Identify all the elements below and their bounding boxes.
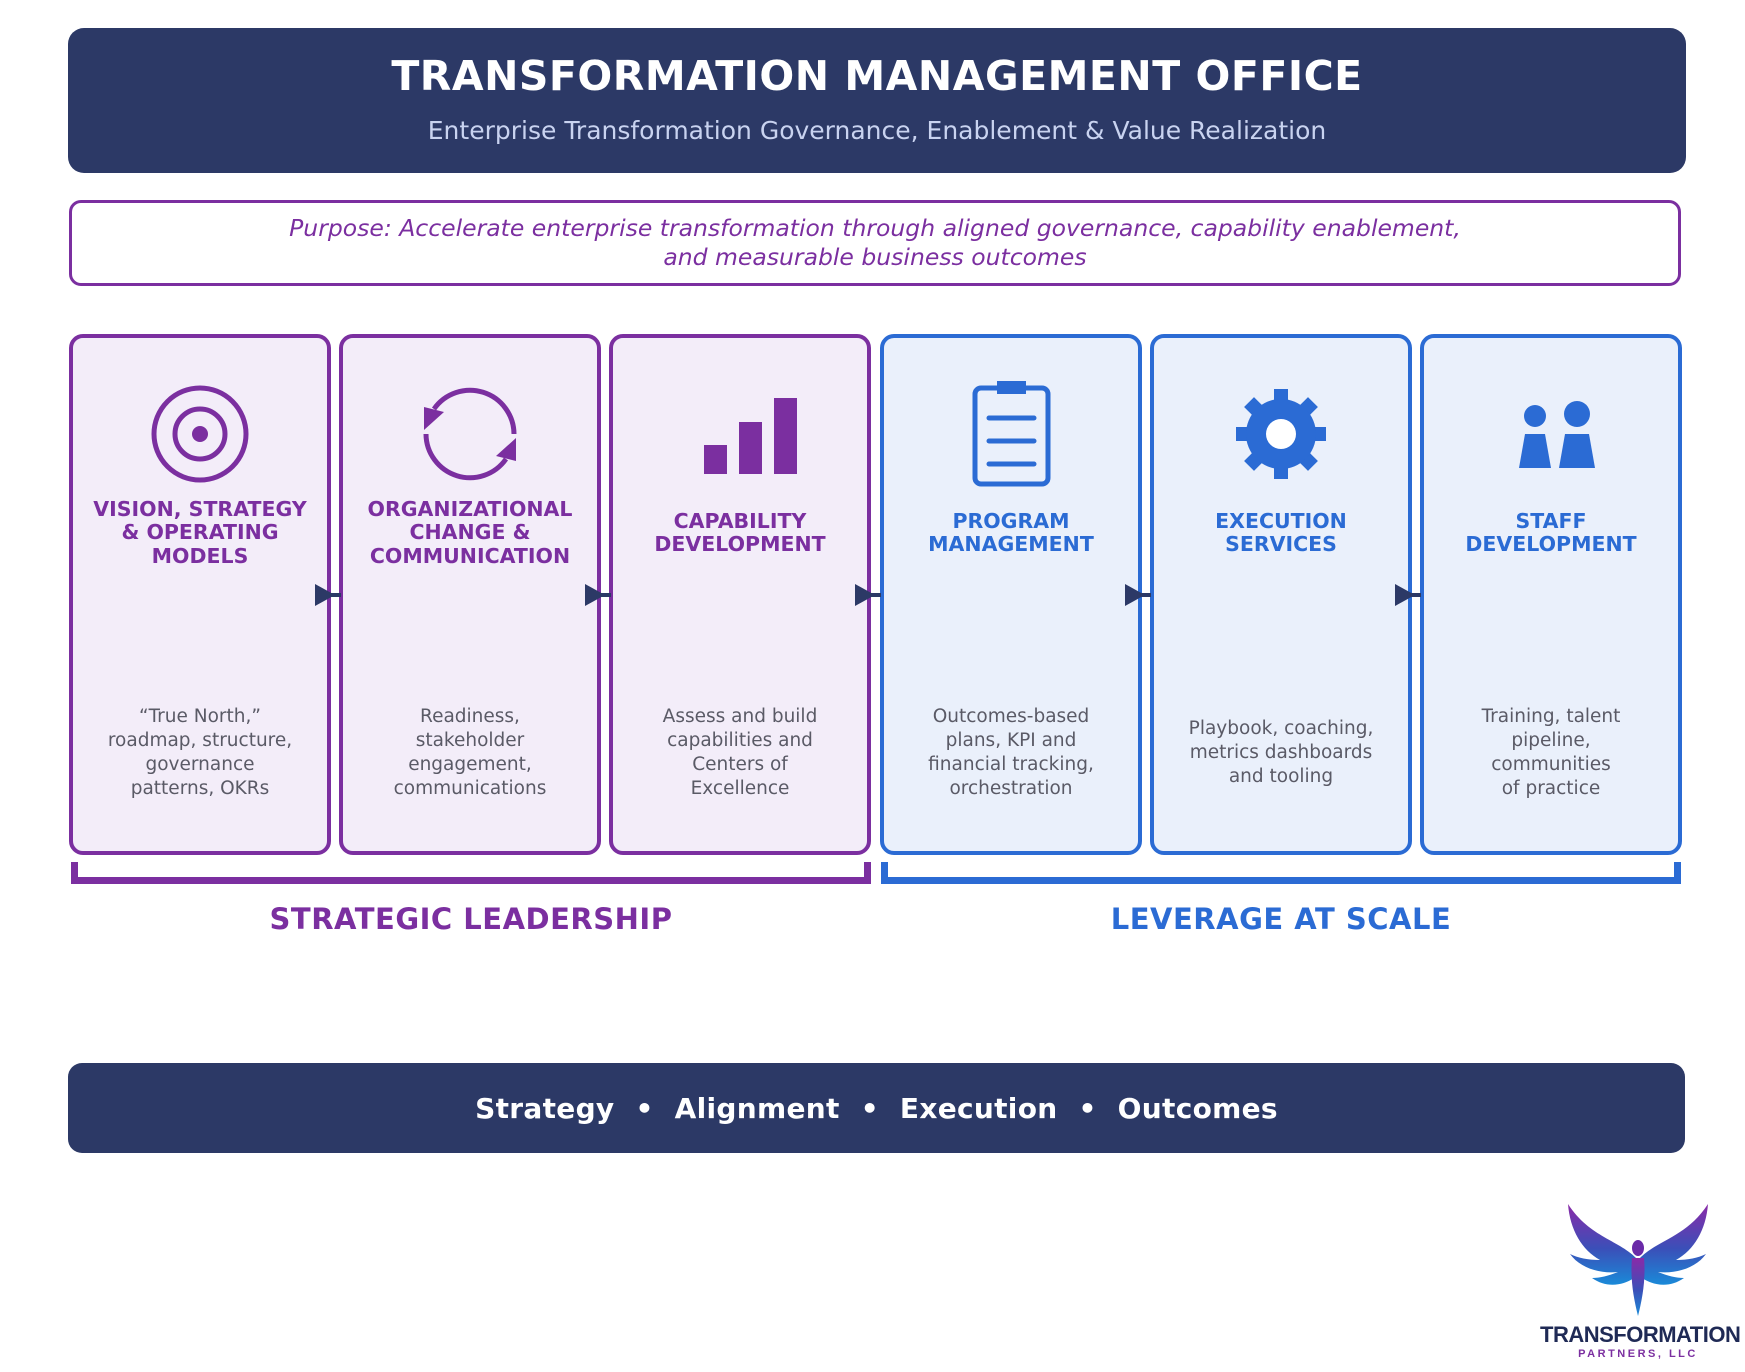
card-title-line: PROGRAM [952,508,1070,533]
company-logo: TRANSFORMATION PARTNERS, LLC [1540,1200,1741,1360]
card-desc-line: stakeholder [415,730,525,751]
card-title: ORGANIZATIONAL CHANGE & COMMUNICATION [349,478,591,588]
card-description: Training, talent pipeline, communities o… [1432,698,1670,808]
logo-sub-text: PARTNERS, LLC [1578,1348,1698,1360]
cycle-arrows-icon [410,374,530,494]
card-desc-line: and tooling [1228,766,1334,787]
card-title-line: MANAGEMENT [928,532,1094,556]
purpose-line-2: and measurable business outcomes [663,243,1087,271]
card-desc-line: Readiness, [420,706,520,727]
group-label-leverage-at-scale: LEVERAGE AT SCALE [1110,902,1452,936]
card-desc-line: orchestration [949,778,1073,799]
people-icon [1491,374,1611,494]
footer-item-strategy: Strategy [475,1091,615,1125]
card-desc-line: plans, KPI and [945,730,1077,751]
card-description: Playbook, coaching, metrics dashboards a… [1162,698,1400,808]
footer-separator: • [635,1091,654,1125]
card-program-management: PROGRAM MANAGEMENT Outcomes-based plans,… [880,334,1142,855]
footer-item-alignment: Alignment [674,1091,840,1125]
purpose-statement: Purpose: Accelerate enterprise transform… [69,200,1681,286]
card-staff-development: STAFF DEVELOPMENT Training, talent pipel… [1420,334,1682,855]
card-desc-line: capabilities and [667,730,813,751]
group-label-strategic-leadership: STRATEGIC LEADERSHIP [269,902,673,936]
card-title: CAPABILITY DEVELOPMENT [619,478,861,588]
page-subtitle: Enterprise Transformation Governance, En… [427,116,1327,145]
card-desc-line: financial tracking, [928,754,1094,775]
bracket-leverage-at-scale [881,862,1681,884]
card-title: EXECUTION SERVICES [1160,478,1402,588]
card-title-line: STAFF [1515,508,1587,533]
phoenix-logo-icon [1568,1204,1708,1316]
card-desc-line: Playbook, coaching, [1188,718,1374,739]
card-title-line: ORGANIZATIONAL [367,496,573,521]
card-desc-line: roadmap, structure, [107,730,293,751]
card-desc-line: Assess and build [662,706,818,727]
card-title: STAFF DEVELOPMENT [1430,478,1672,588]
footer-banner: Strategy • Alignment • Execution • Outco… [68,1063,1685,1153]
footer-separator: • [860,1091,879,1125]
card-description: Outcomes-based plans, KPI and financial … [892,698,1130,808]
card-title-line: CHANGE & [409,520,531,545]
card-title-line: EXECUTION [1215,508,1347,533]
flow-arrow-icon [583,582,611,608]
card-title-line: DEVELOPMENT [654,532,826,556]
logo-brand-text: TRANSFORMATION [1540,1322,1741,1347]
card-title-line: SERVICES [1225,532,1337,556]
gear-icon [1221,374,1341,494]
card-title-line: MODELS [151,543,249,568]
bracket-strategic-leadership [71,862,871,884]
footer-separator: • [1078,1091,1097,1125]
card-title-line: VISION, STRATEGY [93,496,307,521]
card-execution-services: EXECUTION SERVICES Playbook, coaching, m… [1150,334,1412,855]
card-title-line: COMMUNICATION [369,543,571,568]
footer-item-execution: Execution [899,1091,1058,1125]
card-desc-line: metrics dashboards [1189,742,1373,763]
flow-arrow-icon [853,582,881,608]
card-title-line: CAPABILITY [673,508,807,533]
card-desc-line: communications [393,778,547,799]
card-desc-line: Outcomes-based [932,706,1090,727]
card-description: Readiness, stakeholder engagement, commu… [351,698,589,808]
purpose-line-1: Purpose: Accelerate enterprise transform… [289,214,1461,242]
card-desc-line: pipeline, [1511,730,1591,751]
card-vision-strategy: VISION, STRATEGY & OPERATING MODELS “Tru… [69,334,331,855]
card-org-change: ORGANIZATIONAL CHANGE & COMMUNICATION Re… [339,334,601,855]
flow-arrow-icon [1123,582,1151,608]
card-desc-line: engagement, [408,754,532,775]
card-desc-line: governance [145,754,255,775]
card-desc-line: “True North,” [139,706,261,727]
card-title-line: & OPERATING [121,520,279,545]
card-desc-line: patterns, OKRs [130,778,270,799]
card-title: VISION, STRATEGY & OPERATING MODELS [79,478,321,588]
card-description: Assess and build capabilities and Center… [621,698,859,808]
card-capability-development: CAPABILITY DEVELOPMENT Assess and build … [609,334,871,855]
card-desc-line: Training, talent [1481,706,1621,727]
flow-arrow-icon [1393,582,1421,608]
card-desc-line: communities [1491,754,1611,775]
card-desc-line: Centers of [692,754,788,775]
footer-item-outcomes: Outcomes [1117,1091,1278,1125]
flow-arrow-icon [313,582,341,608]
clipboard-icon [951,374,1071,494]
card-description: “True North,” roadmap, structure, govern… [81,698,319,808]
card-title: PROGRAM MANAGEMENT [890,478,1132,588]
page-title: TRANSFORMATION MANAGEMENT OFFICE [391,52,1363,100]
card-desc-line: of practice [1501,778,1601,799]
bar-chart-icon [680,374,800,494]
card-desc-line: Excellence [690,778,790,799]
header-banner: TRANSFORMATION MANAGEMENT OFFICE Enterpr… [68,28,1686,173]
target-icon [140,374,260,494]
card-title-line: DEVELOPMENT [1465,532,1637,556]
